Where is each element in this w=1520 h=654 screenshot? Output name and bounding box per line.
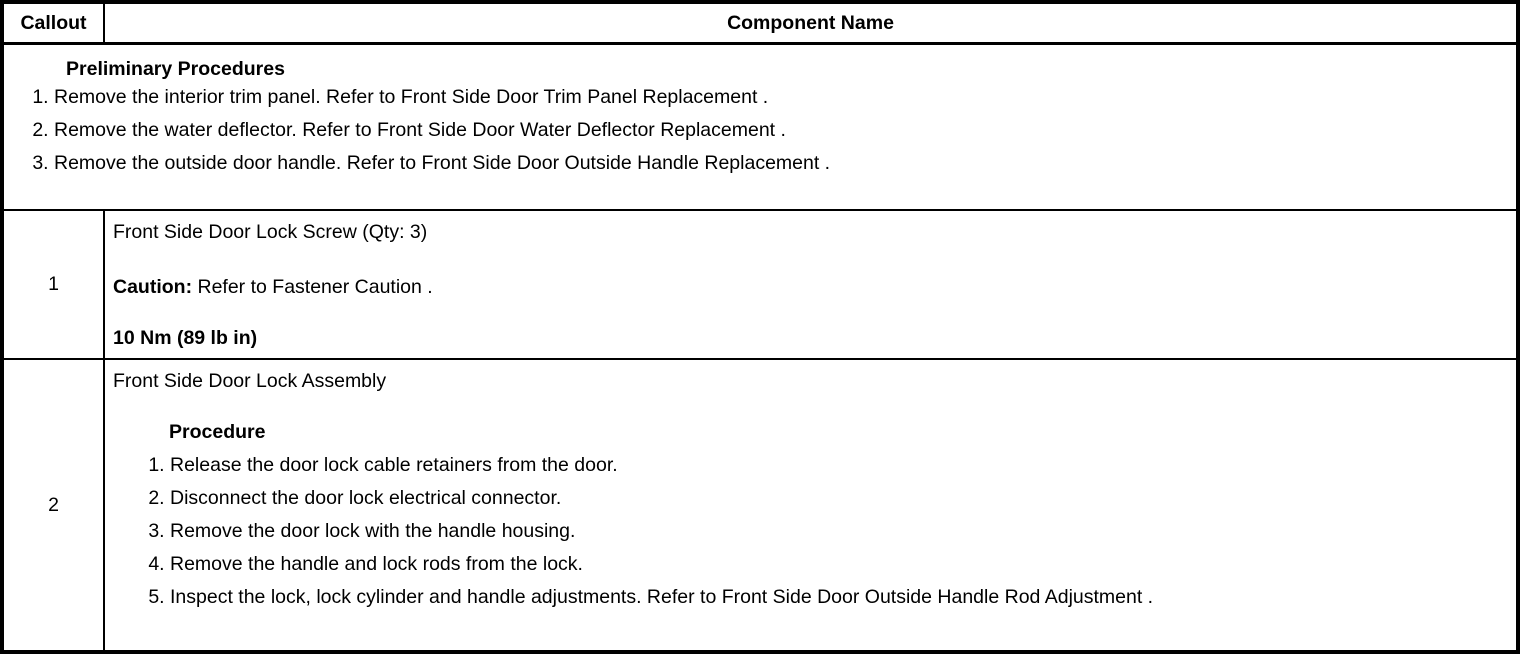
- preliminary-procedures-section: Preliminary Procedures Remove the interi…: [4, 45, 1516, 211]
- component-name-text: Front Side Door Lock Assembly: [113, 370, 387, 392]
- callout-cell-2: 2: [4, 360, 105, 650]
- component-name-text: Front Side Door Lock Screw (Qty: 3): [113, 221, 428, 243]
- component-name-header-label: Component Name: [727, 11, 894, 34]
- caution-text: Refer to Fastener Caution .: [192, 276, 433, 298]
- procedure-step: Disconnect the door lock electrical conn…: [170, 482, 1516, 515]
- procedure-step: Inspect the lock, lock cylinder and hand…: [170, 581, 1516, 614]
- component-name-header-cell: Component Name: [105, 4, 1516, 42]
- procedure-step: Remove the door lock with the handle hou…: [170, 515, 1516, 548]
- procedure-step: Remove the handle and lock rods from the…: [170, 548, 1516, 581]
- callout-header-label: Callout: [20, 11, 87, 34]
- table-header-row: Callout Component Name: [4, 4, 1516, 45]
- table-row-callout-1: 1 Front Side Door Lock Screw (Qty: 3) Ca…: [4, 211, 1516, 360]
- callout-header-cell: Callout: [4, 4, 105, 42]
- preliminary-step: Remove the interior trim panel. Refer to…: [54, 81, 1516, 114]
- callout-number: 1: [48, 273, 59, 295]
- preliminary-steps-list: Remove the interior trim panel. Refer to…: [4, 81, 1516, 180]
- caution-label: Caution:: [113, 276, 193, 298]
- preliminary-step: Remove the outside door handle. Refer to…: [54, 147, 1516, 180]
- preliminary-step: Remove the water deflector. Refer to Fro…: [54, 114, 1516, 147]
- callout-cell-1: 1: [4, 211, 105, 358]
- caution-line: Caution: Refer to Fastener Caution .: [113, 271, 1516, 304]
- component-cell-2: Front Side Door Lock Assembly Procedure …: [105, 360, 1516, 650]
- procedure-steps-list: Release the door lock cable retainers fr…: [113, 449, 1516, 614]
- table-row-callout-2: 2 Front Side Door Lock Assembly Procedur…: [4, 360, 1516, 650]
- component-cell-1: Front Side Door Lock Screw (Qty: 3) Caut…: [105, 211, 1516, 358]
- preliminary-procedures-title: Preliminary Procedures: [66, 58, 285, 80]
- callout-number: 2: [48, 493, 59, 516]
- torque-spec: 10 Nm (89 lb in): [113, 327, 258, 349]
- procedure-step: Release the door lock cable retainers fr…: [170, 449, 1516, 482]
- procedure-title: Procedure: [169, 421, 266, 443]
